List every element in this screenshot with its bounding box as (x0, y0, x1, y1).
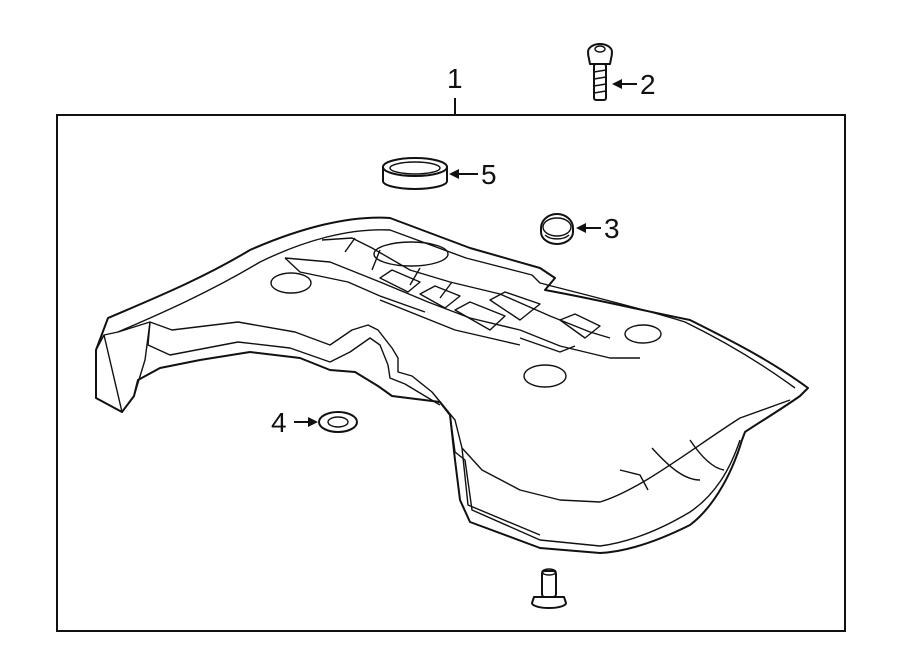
callout-5-arrow (449, 169, 478, 179)
assembly-frame (56, 114, 846, 632)
washer-part-4 (318, 411, 358, 433)
callout-1: 1 (447, 63, 463, 94)
callout-2-arrow (612, 79, 637, 89)
bolt-part-2 (587, 43, 613, 101)
callout-4: 4 (271, 407, 287, 438)
grommet-part-3 (540, 213, 574, 245)
callout-4-arrow (294, 417, 318, 427)
callout-3-arrow (576, 223, 601, 233)
callout-2: 2 (640, 69, 656, 100)
engine-cover (95, 216, 809, 554)
callout-3: 3 (604, 213, 620, 244)
cap-part-5 (382, 157, 448, 190)
callout-5: 5 (481, 159, 497, 190)
stud-part (531, 568, 567, 609)
